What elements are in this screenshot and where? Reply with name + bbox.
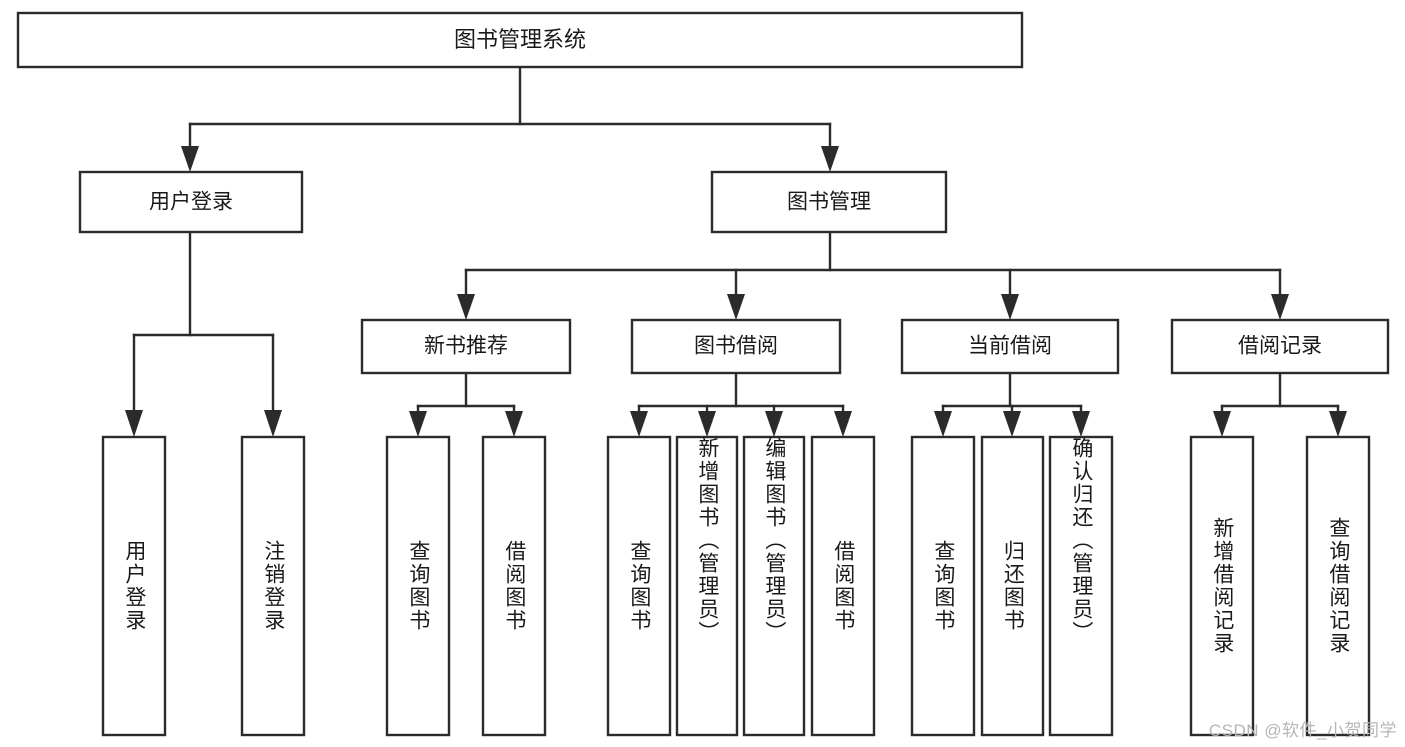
arrow-head-borrow-record — [1271, 294, 1289, 320]
node-box-leaf-book-borrow-4[interactable] — [810, 435, 876, 737]
node-box-leaf-book-borrow-3[interactable] — [742, 435, 806, 737]
node-box-leaf-current-borrow-2[interactable] — [980, 435, 1045, 737]
node-box-leaf-current-borrow-3[interactable] — [1048, 435, 1114, 737]
node-box-leaf-borrow-record-2[interactable] — [1305, 435, 1371, 737]
node-box-leaf-book-borrow-2[interactable] — [675, 435, 739, 737]
node-label-borrow-record: 借阅记录 — [1238, 335, 1322, 358]
arrow-head-leaf-user-login-1 — [125, 410, 143, 437]
node-box-new-book-rec[interactable] — [360, 318, 572, 375]
connector-group-root — [181, 65, 839, 172]
connector-group-current-borrow — [934, 371, 1090, 437]
arrow-head-leaf-book-borrow-4 — [834, 411, 852, 437]
arrow-head-leaf-current-borrow-3 — [1072, 411, 1090, 437]
node-box-leaf-user-login-1[interactable] — [101, 435, 167, 737]
node-box-borrow-record[interactable] — [1170, 318, 1390, 375]
node-box-book-manage[interactable] — [710, 170, 948, 234]
node-box-user-login[interactable] — [78, 170, 304, 234]
node-label-user-login: 用户登录 — [149, 191, 233, 214]
arrow-head-current-borrow — [1001, 294, 1019, 320]
arrow-head-leaf-book-borrow-3 — [765, 411, 783, 437]
node-box-leaf-new-book-rec-1[interactable] — [385, 435, 451, 737]
node-box-root[interactable] — [16, 11, 1024, 69]
arrow-head-book-manage — [821, 146, 839, 172]
connector-group-borrow-record — [1213, 371, 1347, 437]
node-box-leaf-user-login-2[interactable] — [240, 435, 306, 737]
arrow-head-leaf-user-login-2 — [264, 410, 282, 437]
connector-group-book-manage — [457, 230, 1289, 320]
csdn-watermark: CSDN @软件_小贺同学 — [1208, 721, 1397, 740]
node-box-leaf-borrow-record-1[interactable] — [1189, 435, 1255, 737]
arrow-head-leaf-book-borrow-1 — [630, 411, 648, 437]
node-box-current-borrow[interactable] — [900, 318, 1120, 375]
arrow-head-leaf-book-borrow-2 — [698, 411, 716, 437]
arrow-head-leaf-new-book-rec-2 — [505, 411, 523, 437]
arrow-head-leaf-current-borrow-1 — [934, 411, 952, 437]
node-label-new-book-rec: 新书推荐 — [424, 335, 508, 358]
connector-group-user-login — [125, 230, 282, 437]
node-box-leaf-current-borrow-1[interactable] — [910, 435, 976, 737]
node-box-leaf-book-borrow-1[interactable] — [606, 435, 672, 737]
arrow-head-user-login — [181, 146, 199, 172]
arrow-head-leaf-new-book-rec-1 — [409, 411, 427, 437]
node-label-root: 图书管理系统 — [454, 27, 586, 52]
connector-group-book-borrow — [630, 371, 852, 437]
arrow-head-leaf-borrow-record-1 — [1213, 411, 1231, 437]
arrow-head-leaf-borrow-record-2 — [1329, 411, 1347, 437]
node-label-current-borrow: 当前借阅 — [968, 335, 1052, 358]
connector-group-new-book-rec — [409, 371, 523, 437]
node-label-book-manage: 图书管理 — [787, 191, 871, 214]
node-label-book-borrow: 图书借阅 — [694, 335, 778, 358]
node-box-leaf-new-book-rec-2[interactable] — [481, 435, 547, 737]
arrow-head-book-borrow — [727, 294, 745, 320]
arrow-head-leaf-current-borrow-2 — [1003, 411, 1021, 437]
node-box-book-borrow[interactable] — [630, 318, 842, 375]
arrow-head-new-book-rec — [457, 294, 475, 320]
